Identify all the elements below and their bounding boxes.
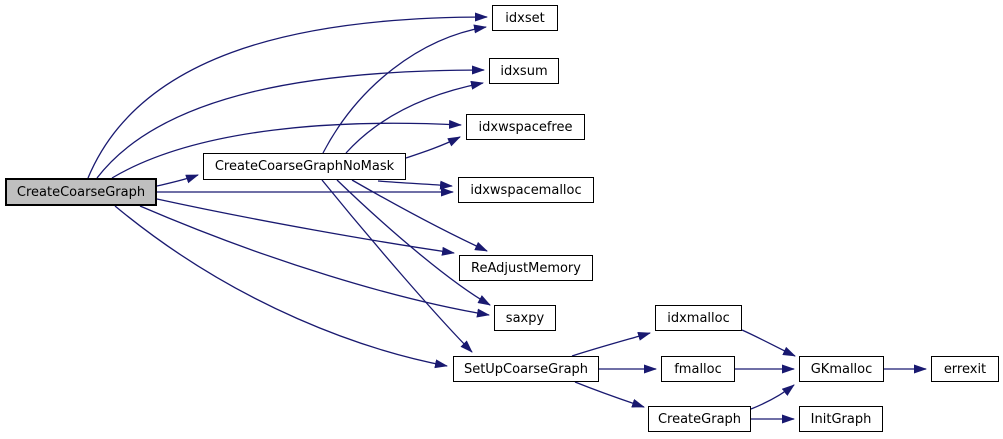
edge-CreateCoarseGraph-CreateCoarseGraphNoMask <box>156 174 199 187</box>
edge-CreateCoarseGraphNoMask-ReAdjustMemory <box>351 179 488 252</box>
node-idxwspacemalloc[interactable]: idxwspacemalloc <box>458 177 594 203</box>
node-creategraph[interactable]: CreateGraph <box>648 406 751 432</box>
edge-CreateGraph-GKmalloc <box>750 384 795 410</box>
node-createcoarsegraphnomask[interactable]: CreateCoarseGraphNoMask <box>203 153 406 180</box>
node-fmalloc[interactable]: fmalloc <box>661 356 735 382</box>
node-idxsum[interactable]: idxsum <box>489 58 559 84</box>
node-gkmalloc[interactable]: GKmalloc <box>799 356 884 382</box>
node-createcoarsegraph[interactable]: CreateCoarseGraph <box>5 178 157 206</box>
edge-CreateCoarseGraph-idxsum <box>96 65 485 179</box>
node-idxwspacefree[interactable]: idxwspacefree <box>466 114 585 140</box>
node-saxpy[interactable]: saxpy <box>494 305 556 331</box>
node-idxmalloc[interactable]: idxmalloc <box>655 305 742 331</box>
edge-CreateCoarseGraphNoMask-idxsum <box>345 80 484 154</box>
edge-CreateCoarseGraph-ReAdjustMemory <box>156 198 455 256</box>
node-readjustmemory[interactable]: ReAdjustMemory <box>459 255 593 281</box>
edge-CreateCoarseGraph-saxpy <box>139 205 490 318</box>
edge-SetUpCoarseGraph-idxmalloc <box>571 332 651 357</box>
edge-CreateCoarseGraph-idxset <box>87 12 488 179</box>
edge-CreateCoarseGraph-idxwspacefree <box>111 119 462 179</box>
edge-CreateCoarseGraphNoMask-idxwspacemalloc <box>377 180 453 190</box>
node-setupcoarsegraph[interactable]: SetUpCoarseGraph <box>453 356 599 382</box>
node-idxset[interactable]: idxset <box>492 5 558 31</box>
edge-SetUpCoarseGraph-CreateGraph <box>574 381 645 408</box>
edge-CreateCoarseGraphNoMask-SetUpCoarseGraph <box>321 179 473 353</box>
edge-idxmalloc-GKmalloc <box>741 329 796 357</box>
edge-CreateCoarseGraphNoMask-idxwspacefree <box>405 136 461 159</box>
edge-CreateCoarseGraph-SetUpCoarseGraph <box>114 205 448 369</box>
node-errexit[interactable]: errexit <box>931 356 999 382</box>
node-initgraph[interactable]: InitGraph <box>799 406 883 432</box>
edge-CreateCoarseGraphNoMask-saxpy <box>336 179 491 306</box>
edge-CreateCoarseGraphNoMask-idxset <box>322 24 487 154</box>
